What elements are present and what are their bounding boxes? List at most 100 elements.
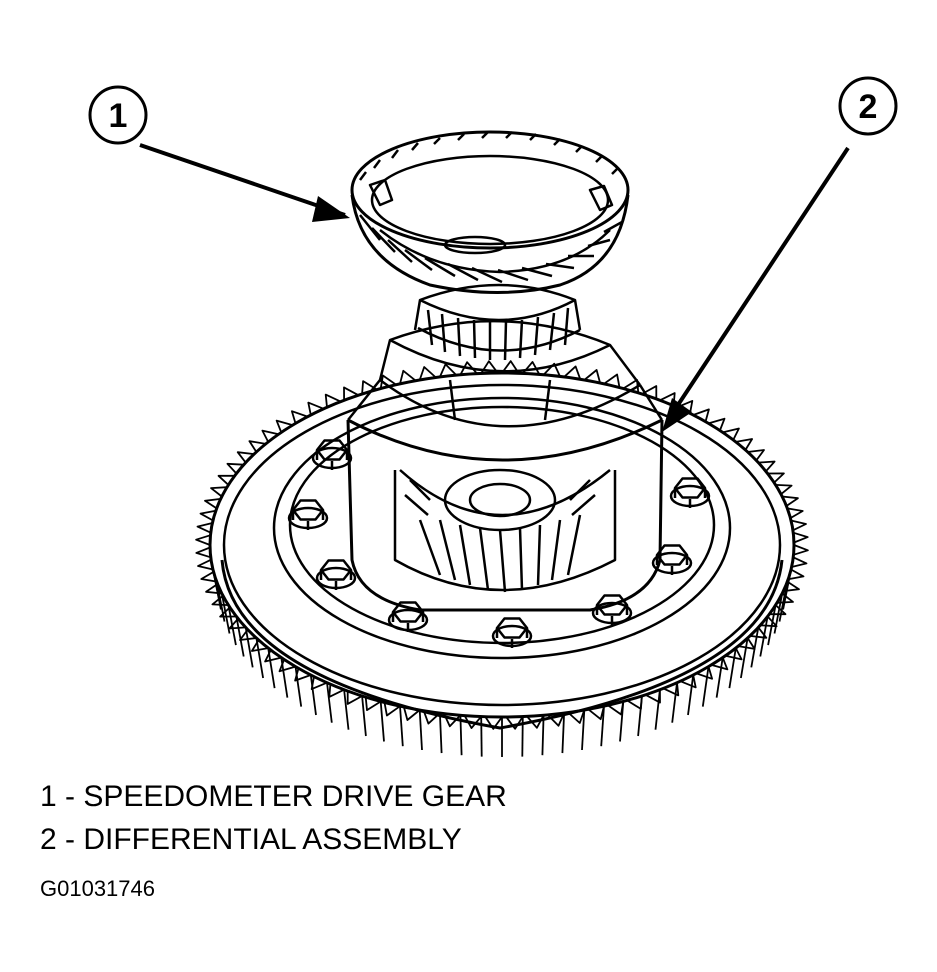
gear-tooth	[200, 571, 217, 583]
gear-tooth	[758, 460, 776, 472]
gear-tooth-face	[728, 647, 737, 689]
gear-tooth	[205, 583, 222, 595]
bolt	[315, 559, 357, 590]
gear-tooth-face	[326, 682, 333, 723]
legend-item-speedometer-drive-gear: 1 - SPEEDOMETER DRIVE GEAR	[40, 780, 507, 813]
gear-tooth	[747, 449, 765, 461]
gear-tooth	[793, 531, 809, 544]
gear-tooth	[226, 462, 244, 475]
gear-tooth	[195, 534, 211, 546]
bolt	[491, 617, 533, 648]
gear-tooth	[291, 410, 308, 424]
gear-tooth-face	[561, 713, 565, 754]
gear-tooth	[307, 401, 325, 416]
gear-tooth	[463, 715, 482, 729]
callout-2-number: 2	[859, 88, 878, 126]
gear-tooth	[204, 498, 221, 510]
gear-tooth-face	[750, 627, 760, 668]
gear-tooth-face	[267, 647, 276, 689]
gear-tooth-face	[581, 709, 586, 751]
bolt	[651, 544, 693, 575]
gear-tooth	[791, 556, 808, 568]
gear-tooth-face	[654, 689, 661, 730]
gear-tooth	[722, 427, 740, 441]
gear-tooth	[563, 365, 582, 380]
ring-gear-bolts	[287, 439, 711, 648]
gear-tooth-face	[600, 706, 605, 747]
gear-tooth-face	[379, 701, 385, 742]
gear-tooth	[364, 697, 382, 711]
gear-tooth-face	[309, 674, 317, 716]
bolt	[387, 601, 429, 632]
gear-tooth-face	[294, 666, 303, 707]
gear-tooth-face	[235, 616, 245, 657]
gear-tooth-face	[227, 604, 237, 646]
gear-tooth	[195, 546, 211, 559]
callout-1-number: 1	[109, 97, 128, 135]
gear-tooth	[361, 380, 378, 395]
gear-tooth	[248, 440, 266, 453]
gear-tooth	[379, 374, 397, 389]
differential-case	[346, 378, 664, 612]
gear-tooth-face	[244, 627, 254, 668]
gear-tooth	[217, 474, 235, 486]
gear-tooth	[310, 676, 328, 690]
gear-tooth	[251, 639, 269, 652]
gear-tooth-face	[220, 593, 231, 634]
gear-tooth	[197, 558, 214, 571]
gear-tooth	[735, 438, 753, 451]
gear-tooth	[422, 710, 441, 725]
gear-tooth-face	[343, 689, 350, 730]
gear-tooth	[324, 393, 341, 408]
gear-tooth	[775, 484, 793, 495]
gear-tooth	[501, 360, 520, 374]
gear-tooth	[275, 419, 293, 433]
bearing	[378, 283, 641, 421]
gear-tooth	[418, 366, 437, 381]
gear-tooth-face	[687, 674, 695, 716]
gear-tooth-face	[740, 637, 749, 679]
gear-tooth-face	[619, 701, 625, 742]
gear-tooth-face	[255, 637, 264, 679]
gear-tooth-face	[418, 709, 423, 751]
ring-gear-teeth	[195, 360, 809, 757]
gear-tooth-face	[701, 666, 710, 707]
gear-tooth	[783, 580, 800, 592]
gear-tooth	[711, 657, 729, 671]
gear-tooth-face	[459, 715, 463, 756]
gear-tooth	[236, 451, 255, 464]
gear-tooth-face	[759, 616, 769, 657]
speedometer-drive-gear	[350, 130, 630, 294]
gear-tooth	[788, 568, 805, 581]
gear-tooth	[583, 369, 601, 384]
bolt	[669, 477, 711, 508]
gear-tooth	[663, 682, 680, 697]
gear-tooth-face	[637, 695, 643, 737]
gear-tooth-face	[541, 715, 545, 756]
gear-tooth	[738, 637, 756, 650]
bolt	[311, 439, 353, 470]
gear-tooth	[776, 592, 794, 604]
differential-diagram: 1 2	[88, 76, 898, 757]
gear-tooth	[294, 668, 312, 682]
gear-tooth	[782, 495, 799, 507]
gear-tooth	[261, 429, 279, 443]
gear-tooth	[696, 666, 713, 680]
gear-tooth-face	[480, 716, 483, 757]
gear-tooth	[567, 709, 586, 724]
gear-tooth	[403, 706, 421, 721]
gear-tooth-face	[399, 706, 404, 747]
gear-tooth	[749, 626, 768, 639]
gear-tooth	[383, 702, 401, 717]
gear-tooth-face	[715, 657, 724, 698]
gear-tooth	[196, 522, 213, 534]
gear-tooth	[790, 519, 807, 532]
gear-tooth	[505, 716, 524, 730]
gear-tooth	[399, 369, 417, 385]
figure-id: G01031746	[40, 876, 155, 901]
gear-tooth	[199, 509, 216, 522]
callout-1	[88, 85, 350, 222]
gear-tooth-face	[439, 713, 443, 754]
gear-tooth	[679, 674, 697, 689]
gear-tooth	[346, 691, 363, 705]
